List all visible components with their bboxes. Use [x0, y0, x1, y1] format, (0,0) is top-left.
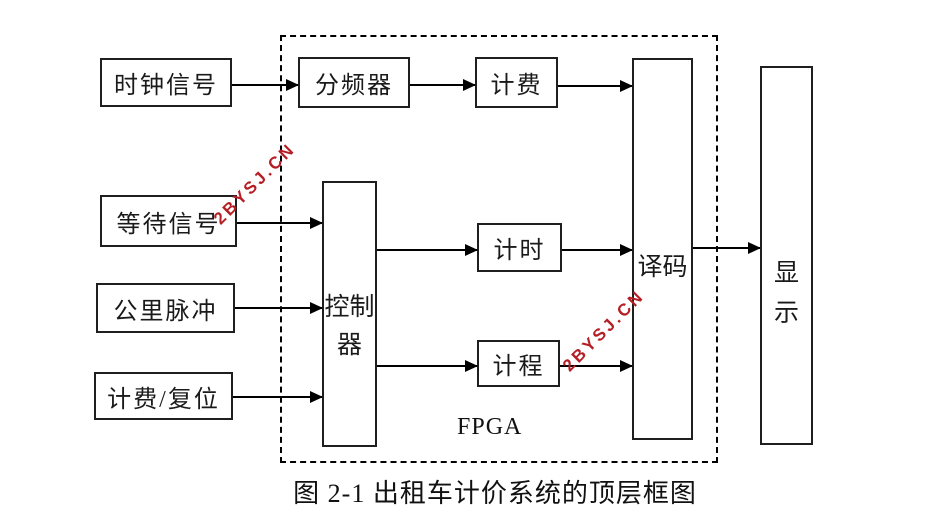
arrow-distance-to-decoder: [560, 360, 633, 372]
block-fee: 计费: [475, 57, 558, 108]
arrow-wait-to-controller: [237, 217, 323, 229]
arrow-timing-to-decoder: [562, 244, 633, 256]
arrow-feereset-to-controller: [233, 391, 323, 403]
block-clock-signal: 时钟信号: [100, 58, 232, 107]
arrow-clock-to-divider: [232, 79, 299, 91]
block-fee-reset: 计费/复位: [94, 372, 233, 420]
block-timing-label: 计时: [493, 238, 546, 264]
arrow-divider-to-fee: [410, 79, 476, 91]
block-display-label: 显示: [773, 260, 799, 327]
block-controller-label: 控制器: [324, 294, 375, 359]
block-km-pulse: 公里脉冲: [96, 283, 235, 333]
block-frequency-divider: 分频器: [298, 57, 410, 108]
block-fee-label: 计费: [490, 73, 543, 99]
block-clock-signal-label: 时钟信号: [114, 73, 218, 99]
block-display: 显示: [760, 66, 813, 445]
arrow-controller-to-distance: [377, 360, 478, 372]
block-km-pulse-label: 公里脉冲: [113, 298, 218, 325]
block-controller: 控制器: [322, 181, 377, 447]
arrow-decoder-to-display: [693, 242, 761, 254]
arrow-kmpulse-to-controller: [235, 302, 323, 314]
block-decoder-label: 译码: [637, 254, 688, 281]
fpga-label: FPGA: [457, 414, 523, 440]
block-timing: 计时: [477, 223, 562, 272]
arrow-fee-to-decoder: [558, 80, 633, 92]
fpga-boundary-dashed-box: [280, 35, 718, 463]
arrow-controller-to-timing: [377, 244, 478, 256]
block-decoder: 译码: [632, 58, 693, 440]
block-frequency-divider-label: 分频器: [315, 73, 393, 99]
block-fee-reset-label: 计费/复位: [107, 386, 220, 413]
block-wait-signal: 等待信号: [100, 195, 237, 247]
block-distance-label: 计程: [492, 354, 545, 380]
figure-caption: 图 2-1 出租车计价系统的顶层框图: [293, 479, 697, 508]
block-wait-signal-label: 等待信号: [116, 211, 221, 238]
block-distance: 计程: [477, 340, 560, 387]
